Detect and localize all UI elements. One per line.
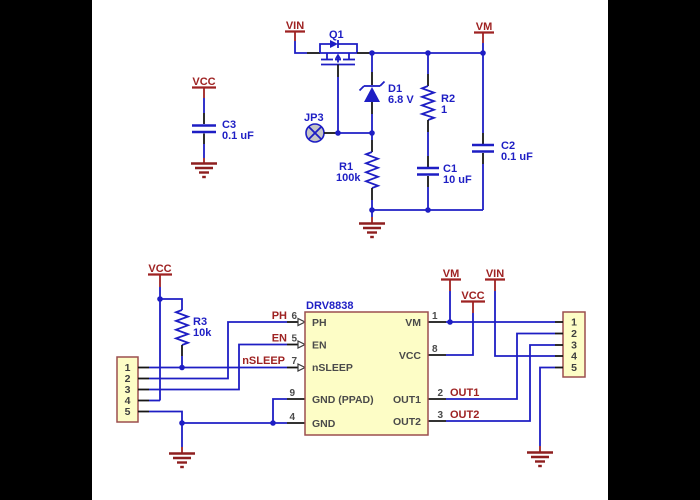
ic-pin-name-out1: OUT1 — [393, 394, 421, 406]
right-conn-pin-2: 2 — [571, 328, 577, 340]
ic-pin-stubs — [287, 317, 446, 424]
out2-pin-number: 3 — [437, 410, 443, 421]
left-conn-pin-3: 3 — [125, 384, 131, 396]
top-circuit: VIN VCC C3 0.1 uF Q1 — [189, 20, 533, 239]
power-flag-vin-top: VIN — [285, 20, 307, 54]
vin-label: VIN — [286, 20, 304, 32]
c2-value-label: 0.1 uF — [501, 151, 533, 163]
capacitor-c3: C3 0.1 uF — [192, 113, 254, 163]
ph-net-label: PH — [272, 310, 287, 322]
connector-left: 1 2 3 4 5 — [116, 356, 149, 423]
right-conn-pin-3: 3 — [571, 340, 577, 352]
jumper-jp3: JP3 — [304, 112, 338, 143]
out1-pin-number: 2 — [437, 388, 443, 399]
mosfet-q1: Q1 — [307, 29, 370, 133]
output-wires — [446, 321, 555, 446]
d1-value-label: 6.8 V — [388, 94, 414, 106]
ic-pin-name-gnd: GND — [312, 418, 336, 430]
ic-pin-name-nsleep: nSLEEP — [312, 362, 353, 374]
c1-value-label: 10 uF — [443, 174, 472, 186]
vcc-label: VCC — [148, 263, 171, 275]
right-conn-pin-4: 4 — [571, 351, 577, 363]
left-conn-pin-2: 2 — [125, 373, 131, 385]
jp3-ref-label: JP3 — [304, 112, 324, 124]
resistor-r3: R3 10k — [160, 298, 212, 368]
q1-ref-label: Q1 — [329, 29, 344, 41]
vcc-label: VCC — [192, 76, 215, 88]
r2-value-label: 1 — [441, 104, 447, 116]
left-conn-pin-1: 1 — [125, 362, 131, 374]
left-conn-pin-5: 5 — [125, 406, 131, 418]
ph-pin-number: 6 — [291, 311, 297, 322]
c1-ref-label: C1 — [443, 163, 457, 175]
en-pin-number: 5 — [291, 334, 297, 345]
resistor-r1: R1 100k — [336, 133, 381, 210]
ic-ref-label: DRV8838 — [306, 300, 354, 312]
nsleep-pin-number: 7 — [291, 356, 297, 367]
r1-value-label: 100k — [336, 172, 361, 184]
r3-ref-label: R3 — [193, 316, 207, 328]
left-conn-pin-4: 4 — [125, 395, 131, 407]
ic-left-labels: PH 6 EN 5 nSLEEP 7 9 4 — [242, 310, 297, 423]
capacitor-c1: C1 10 uF — [417, 132, 472, 210]
power-flag-vm-top: VM — [474, 21, 494, 53]
ic-pin-name-ph: PH — [312, 317, 327, 329]
r3-value-label: 10k — [193, 327, 212, 339]
ic-pin-name-out2: OUT2 — [393, 416, 421, 428]
power-flag-vcc-bottomright: VCC — [446, 290, 485, 356]
signal-wires — [149, 321, 287, 424]
ppad-pin-number: 9 — [289, 388, 295, 399]
power-flag-vm-bottom: VM — [441, 268, 461, 322]
capacitor-c2: C2 0.1 uF — [472, 53, 533, 210]
ic-pin-name-vcc: VCC — [399, 350, 422, 362]
c3-value-label: 0.1 uF — [222, 130, 254, 142]
connector-right: 1 2 3 4 5 — [555, 311, 586, 378]
c2-ref-label: C2 — [501, 140, 515, 152]
vin-label: VIN — [486, 268, 504, 280]
out2-net-label: OUT2 — [450, 409, 479, 421]
ic-right-labels: 1 8 2 OUT1 3 OUT2 — [432, 311, 479, 421]
en-net-label: EN — [272, 333, 287, 345]
junction-dots-top — [335, 50, 486, 213]
d1-ref-label: D1 — [388, 83, 402, 95]
zener-diode-d1: D1 6.8 V — [358, 53, 414, 133]
gnd-pin-number: 4 — [289, 412, 295, 423]
r1-ref-label: R1 — [339, 161, 353, 173]
out1-net-label: OUT1 — [450, 387, 479, 399]
vcc-label: VCC — [461, 290, 484, 302]
ic-pin-name-vm: VM — [405, 317, 421, 329]
resistor-r2: R2 1 — [419, 53, 455, 132]
vcc-pin-number: 8 — [432, 344, 438, 355]
r2-ref-label: R2 — [441, 93, 455, 105]
ic-pin-name-en: EN — [312, 340, 327, 352]
right-conn-pin-1: 1 — [571, 317, 577, 329]
ic-pin-name-gnd-ppad: GND (PPAD) — [312, 394, 374, 406]
power-flag-vin-bottomright: VIN — [485, 268, 555, 357]
c3-ref-label: C3 — [222, 119, 236, 131]
bottom-circuit: VCC R3 10k 1 2 3 4 5 — [116, 263, 586, 469]
vm-label: VM — [443, 268, 460, 280]
vm-pin-number: 1 — [432, 311, 438, 322]
nsleep-net-label: nSLEEP — [242, 355, 285, 367]
power-flag-vcc-topleft: VCC — [192, 76, 216, 113]
right-conn-pin-5: 5 — [571, 362, 577, 374]
vm-label: VM — [476, 21, 493, 33]
ic-drv8838: DRV8838 PH EN nSLEEP GND (PPAD) GND VM V… — [304, 300, 429, 436]
junction-dots-bottom — [157, 296, 453, 426]
